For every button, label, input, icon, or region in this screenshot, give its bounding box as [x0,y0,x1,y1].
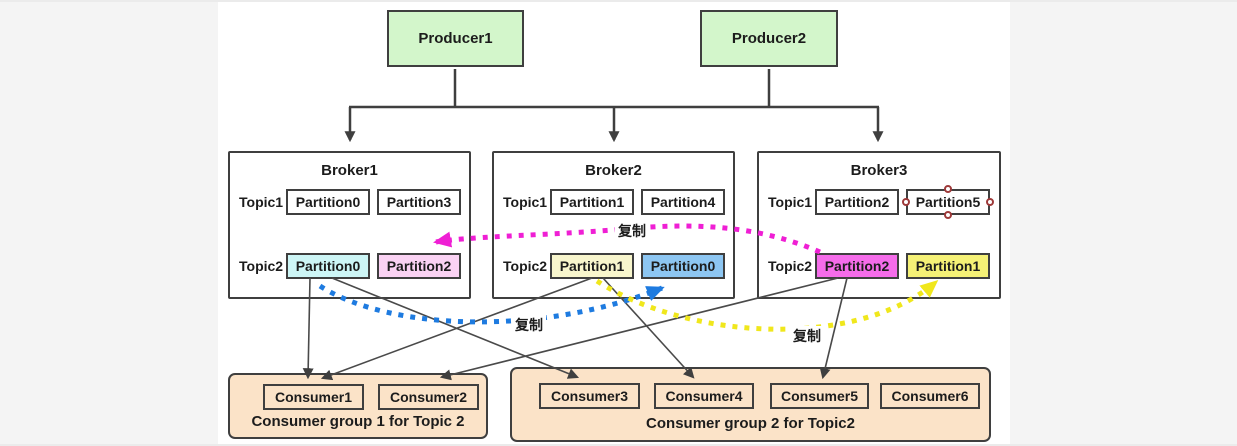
consumer-group2-label: Consumer group 2 for Topic2 [646,415,855,432]
partition-box[interactable]: Partition1 [550,189,634,215]
producer2-label: Producer2 [731,30,807,47]
consumer-label: Consumer3 [550,388,629,404]
producer1-label: Producer1 [418,30,493,47]
broker2-title: Broker2 [585,162,642,179]
partition-box[interactable]: Partition0 [286,189,370,215]
broker1-topic2-label: Topic2 [239,258,284,274]
consumer-box[interactable]: Consumer4 [654,383,754,409]
broker3-topic1-label: Topic1 [768,194,813,210]
consumer-group1-label: Consumer group 1 for Topic 2 [251,413,465,430]
broker3-topic2-label: Topic2 [768,258,813,274]
partition-box[interactable]: Partition2 [815,189,899,215]
consumer-group1-box[interactable]: Consumer1 Consumer2 Consumer group 1 for… [228,373,488,439]
partition-label: Partition1 [915,258,981,274]
partition-label: Partition2 [824,194,890,210]
selection-handle-right[interactable] [986,198,994,206]
top-edge-strip [0,0,1237,2]
consumer-box[interactable]: Consumer5 [770,383,869,409]
partition-box[interactable]: Partition2 [377,253,461,279]
partition-box[interactable]: Partition1 [906,253,990,279]
partition-label: Partition5 [915,194,981,210]
consumer-label: Consumer1 [274,389,353,405]
selection-handle-top[interactable] [944,185,952,193]
partition-label: Partition1 [559,258,625,274]
selection-handle-left[interactable] [902,198,910,206]
broker2-topic1-label: Topic1 [503,194,548,210]
consumer-label: Consumer2 [389,389,468,405]
partition-box[interactable]: Partition2 [815,253,899,279]
partition-box[interactable]: Partition4 [641,189,725,215]
partition-box[interactable]: Partition0 [641,253,725,279]
consumer-label: Consumer5 [780,388,859,404]
consumer-box[interactable]: Consumer3 [539,383,640,409]
broker1-title: Broker1 [321,162,378,179]
partition-label: Partition3 [386,194,452,210]
broker3-title: Broker3 [850,162,908,179]
consumer-label: Consumer6 [891,388,969,404]
partition-label: Partition1 [559,194,625,210]
broker2-topic2-label: Topic2 [503,258,548,274]
partition-label: Partition0 [650,258,716,274]
broker1-box[interactable]: Broker1 Topic1 Partition0 Partition3 Top… [228,151,471,299]
partition-label: Partition2 [824,258,890,274]
producer1-box[interactable]: Producer1 [387,10,524,67]
broker1-topic1-label: Topic1 [239,194,284,210]
replication-label-blue: 复制 [512,315,546,335]
partition-box[interactable]: Partition0 [286,253,370,279]
partition-label: Partition0 [295,258,361,274]
replication-label-yellow: 复制 [790,326,824,346]
bottom-edge-strip [0,444,1237,446]
consumer-box[interactable]: Consumer2 [378,384,479,410]
partition-label: Partition2 [386,258,452,274]
partition-label: Partition4 [650,194,716,210]
producer2-box[interactable]: Producer2 [700,10,838,67]
consumer-label: Consumer4 [665,388,743,404]
consumer-group2-box[interactable]: Consumer3 Consumer4 Consumer5 Consumer6 … [510,367,991,442]
selection-handle-bottom[interactable] [944,211,952,219]
partition-box[interactable]: Partition3 [377,189,461,215]
consumer-box[interactable]: Consumer6 [880,383,980,409]
partition-box[interactable]: Partition1 [550,253,634,279]
broker2-box[interactable]: Broker2 Topic1 Partition1 Partition4 Top… [492,151,735,299]
broker3-box[interactable]: Broker3 Topic1 Partition2 Partition5 Top… [757,151,1001,299]
replication-label-magenta: 复制 [615,221,649,241]
consumer-box[interactable]: Consumer1 [263,384,364,410]
partition-label: Partition0 [295,194,361,210]
